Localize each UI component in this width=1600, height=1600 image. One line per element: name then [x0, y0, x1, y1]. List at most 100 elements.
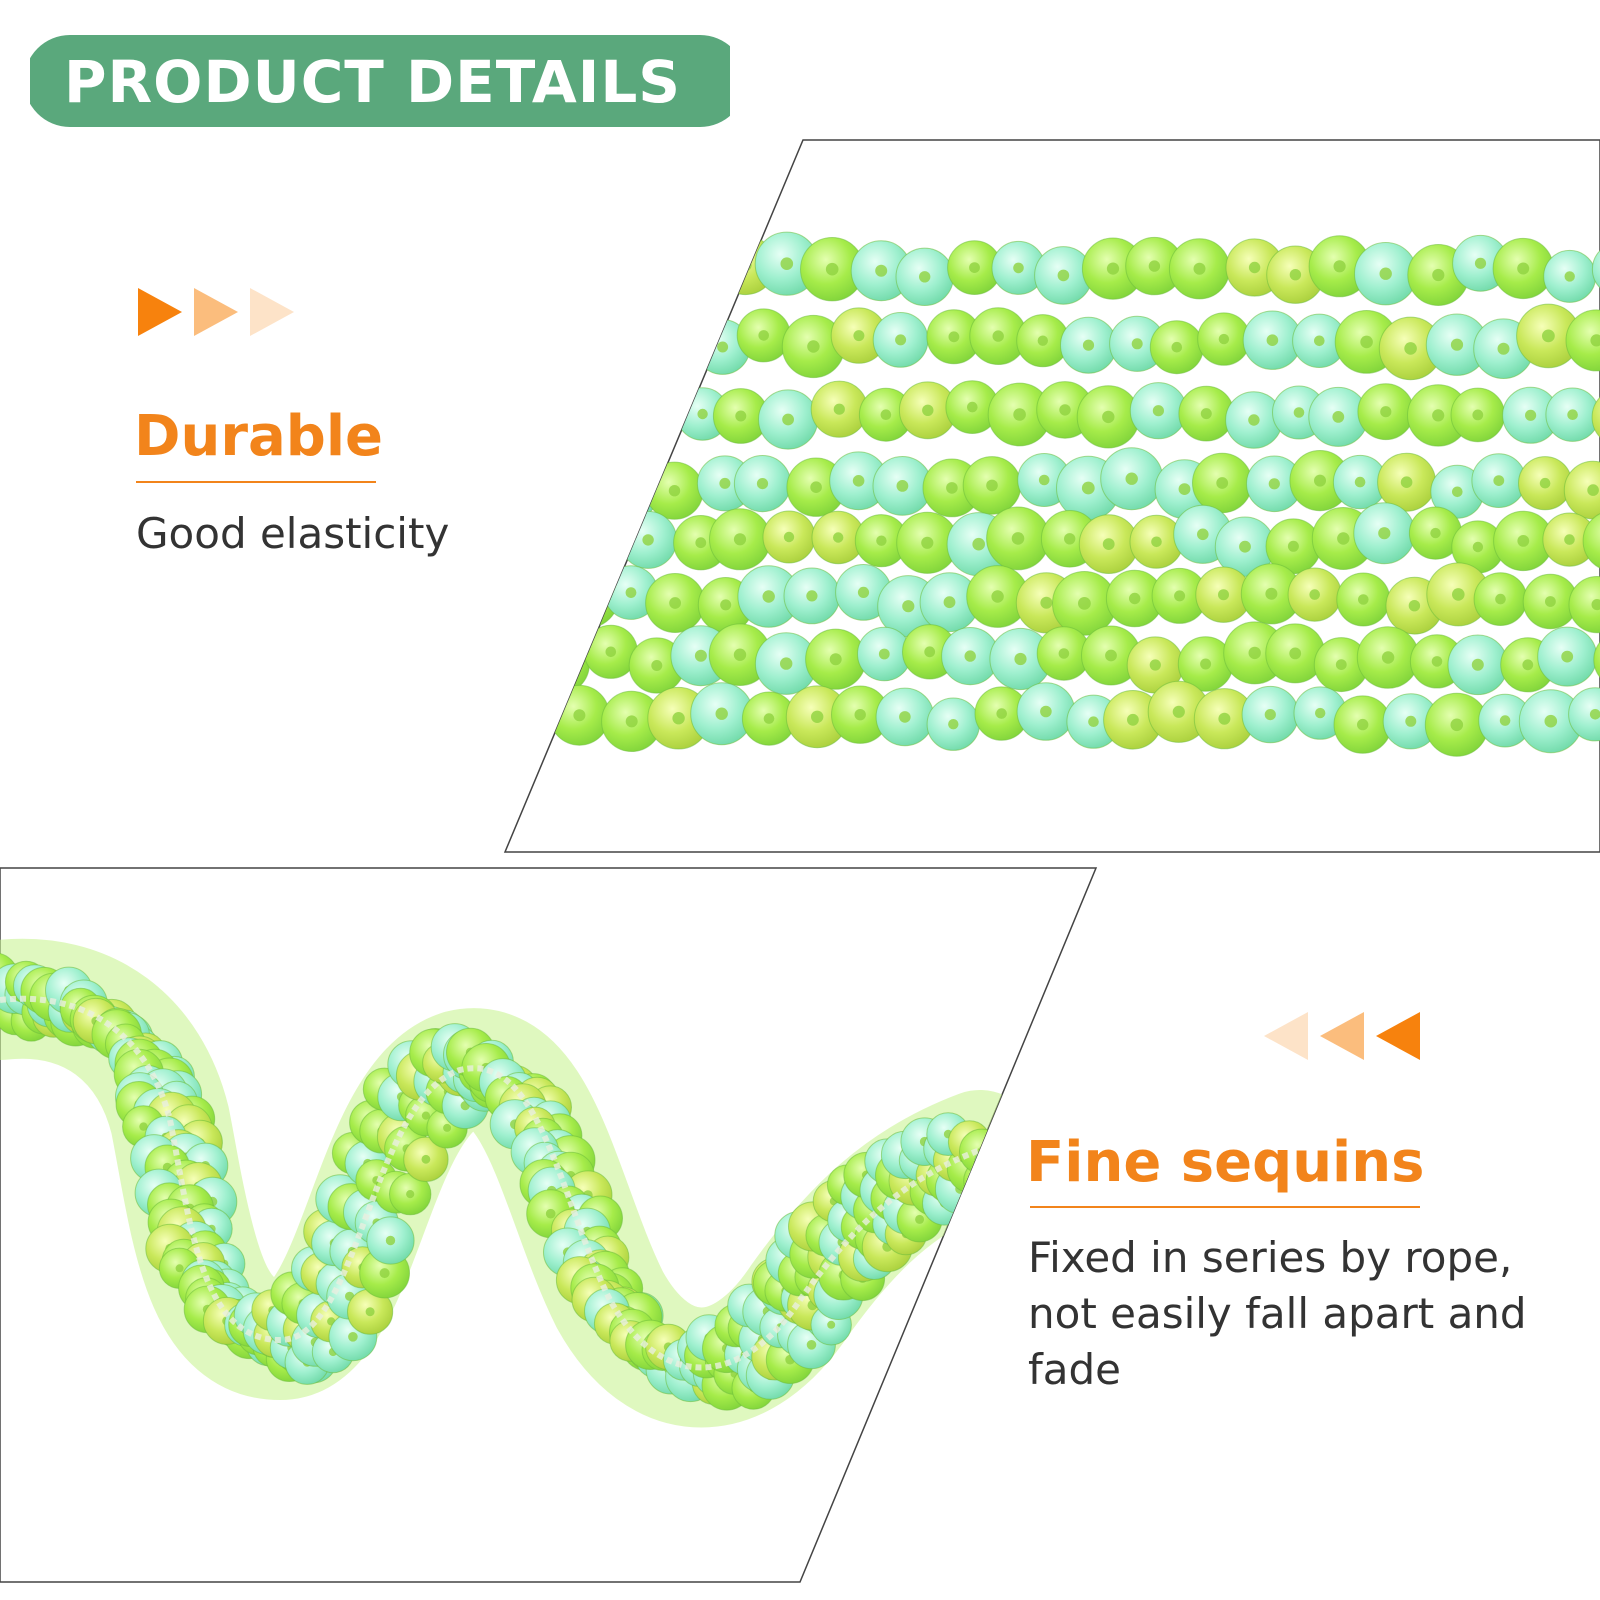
- sequin-hole: [852, 475, 865, 487]
- sequin-hole: [1268, 478, 1280, 490]
- sequin-hole: [827, 1320, 836, 1329]
- sequin-hole: [1561, 650, 1574, 663]
- sequin-hole: [139, 1122, 148, 1131]
- sequin-hole: [991, 590, 1004, 603]
- sequin-hole: [1148, 260, 1161, 272]
- sequin-hole: [1197, 528, 1209, 541]
- sequin-hole: [895, 334, 907, 346]
- sequin-hole: [1040, 705, 1052, 718]
- sequin-hole: [694, 649, 707, 662]
- sequin: [1591, 387, 1600, 447]
- sequin-hole: [1013, 262, 1024, 274]
- sequin-hole: [1064, 533, 1076, 545]
- sequin-hole: [1218, 712, 1231, 725]
- sequin-hole: [986, 479, 998, 492]
- sequin-hole: [1357, 718, 1369, 731]
- sequin-hole: [1131, 338, 1143, 350]
- sequin-hole: [1314, 335, 1325, 347]
- sequin-hole: [379, 1268, 390, 1279]
- sequin-hole: [964, 650, 976, 662]
- header-badge: [30, 35, 730, 127]
- sequin-hole: [578, 478, 590, 490]
- sequin-hole: [365, 1307, 375, 1317]
- sequin-hole: [619, 339, 632, 353]
- sequin-hole: [421, 1111, 430, 1120]
- sequin-hole: [919, 271, 931, 283]
- sequin-hole: [1564, 534, 1575, 545]
- feature-description-durable: Good elasticity: [136, 509, 450, 558]
- sequin-hole: [1129, 592, 1141, 605]
- sequin-hole: [1381, 651, 1395, 664]
- sequin-hole: [651, 660, 663, 671]
- sequin: [1582, 510, 1600, 572]
- sequin-hole: [1333, 260, 1346, 273]
- sequin-hole: [1003, 1163, 1013, 1173]
- sequin-hole: [1216, 477, 1229, 489]
- sequin-hole: [1400, 476, 1413, 489]
- sequin-hole: [693, 258, 706, 270]
- sequin-hole: [1040, 596, 1053, 609]
- sequin-hole: [1332, 411, 1345, 423]
- sequin-hole: [1431, 656, 1443, 667]
- feature-title-durable: Durable: [134, 404, 384, 469]
- sequin-hole: [783, 531, 795, 543]
- sequin-hole: [1081, 481, 1095, 495]
- sequin-hole: [1432, 409, 1445, 422]
- sequin-hole: [1315, 707, 1326, 719]
- sequin-hole: [552, 657, 566, 671]
- sequin-hole: [1248, 414, 1260, 426]
- sequin-hole: [969, 262, 980, 273]
- sequin-hole: [1499, 715, 1511, 726]
- sequin-hole: [443, 1123, 452, 1132]
- feature-underline: [1030, 1206, 1420, 1208]
- sequin-hole: [1172, 705, 1185, 718]
- sequin-hole: [807, 340, 820, 353]
- sequin-hole: [1452, 588, 1465, 601]
- sequin-hole: [1011, 532, 1025, 545]
- sequin: [526, 382, 585, 442]
- sequin-trim-wavy: [0, 938, 1040, 1428]
- sequin-hole: [385, 1235, 396, 1246]
- sequin-hole: [1127, 713, 1139, 726]
- sequin-hole: [621, 485, 634, 498]
- sequin-hole: [720, 599, 732, 611]
- sequin-hole: [1014, 652, 1027, 666]
- feature-description-fine-sequins: Fixed in series by rope, not easily fall…: [1028, 1233, 1527, 1394]
- sequin-hole: [1264, 709, 1276, 721]
- sequin-hole: [1450, 718, 1464, 732]
- sequin-hole: [175, 1264, 184, 1273]
- sequin-hole: [875, 264, 888, 277]
- sequin-hole: [421, 1154, 431, 1164]
- feature-underline: [136, 481, 376, 483]
- sequin-hole: [1517, 262, 1530, 275]
- sequin-hole: [992, 330, 1004, 342]
- sequin-hole: [625, 715, 638, 728]
- sequin-hole: [810, 481, 822, 494]
- sequin-hole: [1102, 410, 1115, 424]
- sequin-hole: [878, 648, 890, 660]
- sequin-hole: [1058, 648, 1070, 659]
- sequin-hole: [1248, 646, 1261, 660]
- sequin-hole: [1082, 339, 1095, 351]
- sequin-hole: [1289, 269, 1302, 281]
- sequin-hole: [972, 537, 985, 551]
- sequin-hole: [1057, 269, 1070, 282]
- page-title: PRODUCT DETAILS: [64, 48, 682, 116]
- sequin-hole: [1430, 527, 1441, 539]
- sequin-hole: [695, 537, 707, 549]
- sequin-hole: [762, 590, 775, 603]
- sequin-hole: [1378, 527, 1391, 540]
- sequin: [578, 243, 633, 298]
- sequin-hole: [1078, 597, 1091, 610]
- sequin-hole: [763, 713, 775, 724]
- sequin-hole: [348, 1332, 358, 1342]
- sequin-hole: [1178, 483, 1191, 495]
- rope-thread: [0, 995, 982, 1371]
- sequin-hole: [1248, 261, 1261, 274]
- sequin-hole: [1404, 342, 1417, 355]
- triangle-right-icon: [138, 288, 294, 336]
- sequin-hole: [758, 330, 769, 341]
- sequin-hole: [1358, 594, 1369, 605]
- sequin-hole: [668, 485, 681, 497]
